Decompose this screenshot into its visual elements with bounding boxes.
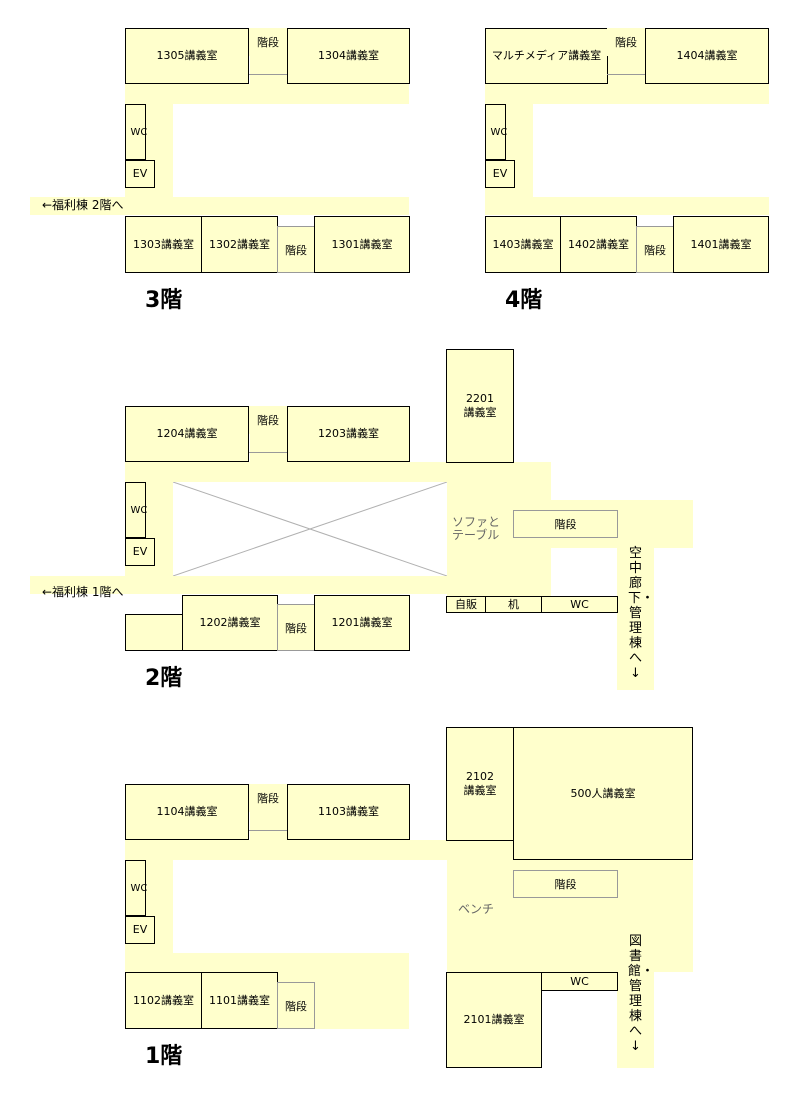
welfare-building-arrow[interactable]: ←福利棟 2階へ xyxy=(42,198,124,212)
room-1203[interactable]: 1203講義室 xyxy=(287,406,410,462)
room-1103[interactable]: 1103講義室 xyxy=(287,784,410,840)
vending-machine[interactable]: 自販 xyxy=(446,596,486,613)
corridor xyxy=(125,840,447,860)
bench-label: ベンチ xyxy=(458,902,495,916)
floor-label: 2階 xyxy=(145,666,183,691)
floor-label: 3階 xyxy=(145,288,183,313)
corridor xyxy=(485,197,769,215)
room-1202[interactable]: 1202講義室 xyxy=(182,595,278,651)
stairs[interactable]: 階段 xyxy=(249,28,287,56)
room-1305[interactable]: 1305講義室 xyxy=(125,28,249,84)
elevator[interactable]: EV xyxy=(125,160,155,188)
room-2102[interactable]: 2102 講義室 xyxy=(446,727,514,841)
room-1204[interactable]: 1204講義室 xyxy=(125,406,249,462)
corridor xyxy=(617,860,654,1068)
restroom[interactable]: WC xyxy=(485,104,508,160)
divider xyxy=(249,452,287,453)
corridor xyxy=(125,462,551,482)
divider xyxy=(249,830,287,831)
stairs[interactable]: 階段 xyxy=(249,406,287,434)
corridor xyxy=(617,548,654,690)
welfare-building-arrow[interactable]: ←福利棟 1階へ xyxy=(42,585,124,599)
stairs[interactable]: 階段 xyxy=(607,28,645,56)
restroom[interactable]: WC xyxy=(541,972,618,991)
stairs[interactable]: 階段 xyxy=(249,784,287,812)
corridor xyxy=(30,197,409,215)
room-multimedia[interactable]: マルチメディア講義室 xyxy=(485,28,608,84)
elevator[interactable]: EV xyxy=(125,538,155,566)
floor-label: 1階 xyxy=(145,1044,183,1069)
atrium-void xyxy=(173,482,447,576)
stairs[interactable]: 階段 xyxy=(277,226,315,273)
floor-label: 4階 xyxy=(505,288,543,313)
room-2101[interactable]: 2101講義室 xyxy=(446,972,542,1068)
room-500-person[interactable]: 500人講義室 xyxy=(513,727,693,860)
room-1303[interactable]: 1303講義室 xyxy=(125,216,202,273)
wc-label: WC xyxy=(490,126,508,138)
room-1401[interactable]: 1401講義室 xyxy=(673,216,769,273)
stairs[interactable]: 階段 xyxy=(513,870,618,898)
elevator[interactable]: EV xyxy=(485,160,515,188)
room-1403[interactable]: 1403講義室 xyxy=(485,216,561,273)
corridor xyxy=(30,576,450,594)
room-1404[interactable]: 1404講義室 xyxy=(645,28,769,84)
skyway-to-admin-arrow[interactable]: 空中廊下・管理棟へ↓ xyxy=(628,546,655,681)
sofa-and-table-label: ソファと テーブル xyxy=(452,515,501,542)
room-1402[interactable]: 1402講義室 xyxy=(560,216,637,273)
elevator[interactable]: EV xyxy=(125,916,155,944)
restroom[interactable]: WC xyxy=(125,482,148,538)
room-1301[interactable]: 1301講義室 xyxy=(314,216,410,273)
library-admin-arrow[interactable]: 図書館・管理棟へ↓ xyxy=(628,934,655,1054)
room-1101[interactable]: 1101講義室 xyxy=(201,972,278,1029)
divider xyxy=(607,74,645,75)
stairs[interactable]: 階段 xyxy=(513,510,618,538)
stairs[interactable]: 階段 xyxy=(277,604,315,651)
divider xyxy=(249,74,287,75)
stairs[interactable]: 階段 xyxy=(277,982,315,1029)
room-1304[interactable]: 1304講義室 xyxy=(287,28,410,84)
corridor xyxy=(125,84,409,104)
wc-label: WC xyxy=(130,504,148,516)
restroom[interactable]: WC xyxy=(125,104,148,160)
room-1102[interactable]: 1102講義室 xyxy=(125,972,202,1029)
room-1302[interactable]: 1302講義室 xyxy=(201,216,278,273)
stairs[interactable]: 階段 xyxy=(636,226,674,273)
room-1104[interactable]: 1104講義室 xyxy=(125,784,249,840)
room-unlabeled[interactable] xyxy=(125,614,183,651)
wc-label: WC xyxy=(130,126,148,138)
desk[interactable]: 机 xyxy=(485,596,542,613)
restroom[interactable]: WC xyxy=(125,860,148,916)
room-2201[interactable]: 2201 講義室 xyxy=(446,349,514,463)
corridor xyxy=(447,482,551,596)
restroom[interactable]: WC xyxy=(541,596,618,613)
corridor xyxy=(485,84,769,104)
room-1201[interactable]: 1201講義室 xyxy=(314,595,410,651)
wc-label: WC xyxy=(130,882,148,894)
